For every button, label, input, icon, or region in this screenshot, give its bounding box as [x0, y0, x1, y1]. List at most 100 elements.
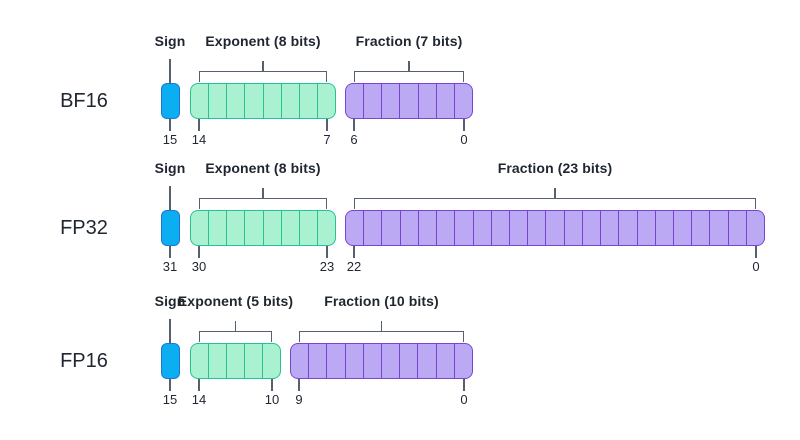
bit-cell	[298, 84, 317, 118]
bit-cell	[417, 344, 435, 378]
bit-cell	[508, 211, 527, 245]
sign-bit	[161, 210, 180, 246]
bit-cell	[298, 211, 317, 245]
bit-cell	[435, 84, 454, 118]
bit-cell	[709, 211, 727, 245]
exponent-msb-tick	[198, 246, 200, 258]
exponent-label-tick	[262, 188, 264, 198]
sign-bit-index: 31	[162, 259, 178, 274]
sign-bottom-tick	[169, 379, 171, 391]
exponent-block	[190, 210, 336, 246]
bit-cell	[262, 84, 281, 118]
bit-cell	[363, 84, 381, 118]
fraction-lsb-tick	[463, 379, 465, 391]
exponent-msb-tick	[198, 379, 200, 391]
bit-cell	[399, 84, 417, 118]
fraction-label-tick	[380, 321, 383, 331]
bit-cell	[346, 84, 363, 118]
exponent-lsb-tick	[326, 119, 328, 131]
exponent-block	[190, 343, 281, 379]
sign-top-line	[169, 319, 171, 343]
bit-cell	[399, 211, 418, 245]
fraction-block	[345, 210, 765, 246]
fraction-msb-index: 6	[350, 132, 358, 147]
bit-cell	[316, 211, 335, 245]
sign-bottom-tick	[169, 246, 171, 258]
sign-label: Sign	[154, 33, 186, 49]
bit-cell	[745, 211, 764, 245]
bit-cell	[381, 344, 399, 378]
bit-cell	[244, 344, 262, 378]
sign-label: Sign	[154, 293, 186, 309]
bit-cell	[381, 211, 399, 245]
bit-cell	[453, 84, 472, 118]
fraction-msb-index: 22	[346, 259, 362, 274]
fraction-label: Fraction (10 bits)	[324, 293, 439, 309]
exponent-msb-index: 30	[191, 259, 207, 274]
exponent-lsb-tick	[271, 379, 273, 391]
sign-bit	[161, 83, 180, 119]
bit-cell	[581, 211, 600, 245]
bit-cell	[208, 211, 226, 245]
fraction-lsb-index: 0	[752, 259, 760, 274]
fraction-block	[290, 343, 473, 379]
bit-cell	[191, 344, 208, 378]
exponent-block	[190, 83, 336, 119]
bit-cell	[226, 344, 244, 378]
bit-cell	[417, 84, 436, 118]
fraction-msb-tick	[298, 379, 300, 391]
sign-top-line	[169, 186, 171, 210]
bit-cell	[417, 211, 436, 245]
fraction-msb-index: 9	[295, 392, 303, 407]
fraction-lsb-index: 0	[460, 132, 468, 147]
exponent-label: Exponent (8 bits)	[205, 160, 321, 176]
bit-cell	[490, 211, 509, 245]
bit-cell	[399, 344, 417, 378]
sign-bit-index: 15	[162, 392, 178, 407]
fraction-block	[345, 83, 473, 119]
bit-cell	[326, 344, 344, 378]
format-name: BF16	[60, 90, 108, 112]
bit-cell	[691, 211, 709, 245]
bit-cell	[316, 84, 335, 118]
bit-cell	[344, 344, 363, 378]
bit-cell	[308, 344, 326, 378]
bit-cell	[363, 211, 381, 245]
exponent-label-tick	[262, 61, 264, 71]
bit-cell	[244, 84, 262, 118]
fraction-label-tick	[554, 188, 556, 198]
exponent-lsb-tick	[326, 246, 328, 258]
bit-cell	[381, 84, 399, 118]
bit-cell	[472, 211, 491, 245]
fraction-bracket	[299, 331, 464, 342]
fraction-lsb-index: 0	[460, 392, 468, 407]
bit-cell	[191, 211, 208, 245]
bit-cell	[244, 211, 262, 245]
bit-cell	[436, 211, 454, 245]
bit-cell	[226, 84, 244, 118]
exponent-label-tick	[234, 321, 237, 331]
fraction-label: Fraction (23 bits)	[497, 160, 613, 176]
exponent-msb-tick	[198, 119, 200, 131]
bit-cell	[226, 211, 244, 245]
fraction-label-tick	[408, 61, 410, 71]
bit-cell	[362, 344, 381, 378]
sign-label: Sign	[154, 160, 186, 176]
fraction-lsb-tick	[755, 246, 757, 258]
fraction-msb-tick	[353, 119, 355, 131]
bit-cell	[262, 344, 280, 378]
bit-cell	[346, 211, 363, 245]
bit-cell	[208, 84, 226, 118]
sign-bit-index: 15	[162, 132, 178, 147]
bit-cell	[262, 211, 281, 245]
bit-cell	[208, 344, 226, 378]
bit-cell	[435, 344, 454, 378]
exponent-label: Exponent (8 bits)	[205, 33, 321, 49]
fraction-label: Fraction (7 bits)	[355, 33, 463, 49]
exponent-lsb-index: 10	[264, 392, 280, 407]
bit-cell	[636, 211, 655, 245]
exponent-bracket	[199, 198, 327, 209]
bit-cell	[453, 344, 472, 378]
fraction-lsb-tick	[463, 119, 465, 131]
